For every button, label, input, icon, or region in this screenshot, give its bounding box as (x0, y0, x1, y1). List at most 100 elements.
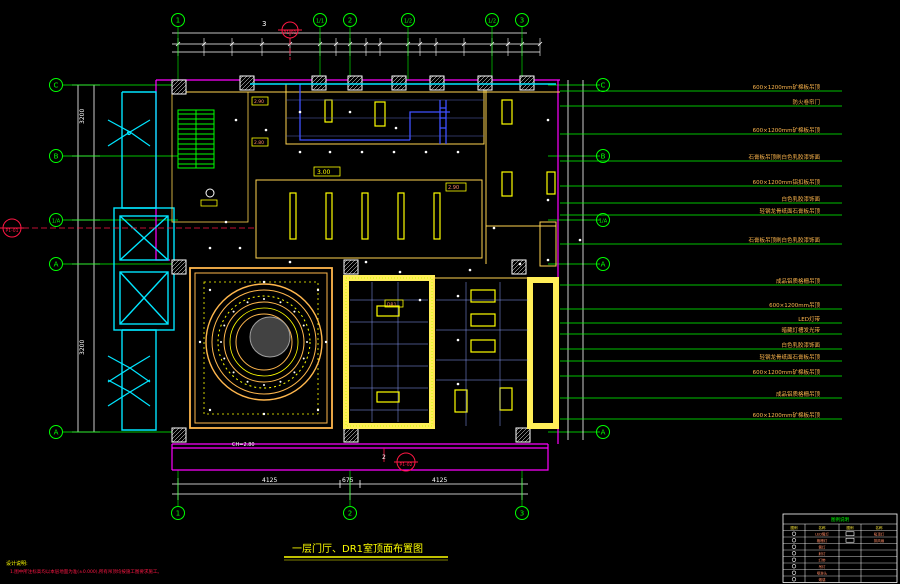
door-swings-left (107, 119, 151, 407)
level-tag: 3.00 (317, 169, 331, 176)
column-8 (343, 259, 359, 275)
grid-bubble-bottom-0: 1 (171, 506, 185, 520)
legend-symbol-0 (791, 531, 797, 536)
grid-bubble-top-1-label: 1/1 (316, 19, 324, 25)
grid-bubble-top-5: 3 (515, 13, 529, 27)
column-3 (391, 75, 407, 91)
grid-bubble-top-0-label: 1 (176, 17, 180, 25)
annotation-3: 石膏板吊顶刷白色乳胶漆饰面 (748, 153, 820, 161)
elevator-lobby (113, 91, 175, 431)
strip-light-0 (289, 192, 297, 240)
legend-symbol-6 (791, 570, 797, 575)
column-4 (429, 75, 445, 91)
annotation-6: 轻钢龙骨纸面石膏板吊顶 (759, 207, 820, 215)
grid-bubbles-right: C B 1/A A A (596, 78, 610, 439)
grid-bubble-right-2: 1/A (596, 213, 610, 227)
annotation-texts: 600×1200mm矿棉板吊顶防火卷帘门600×1200mm矿棉板吊顶石膏板吊顶… (748, 83, 820, 419)
section-marker-left: P1-01 (0, 218, 24, 238)
legend-name-1: 格栅灯 (817, 538, 828, 543)
linear-lights (289, 192, 441, 240)
grid-bubble-right-2-label: 1/A (599, 219, 608, 225)
bottom-dim-2: 675 (342, 477, 354, 484)
left-dim-2: 3200 (79, 340, 86, 355)
grid-bubble-right-1-label: B (601, 153, 606, 161)
legend-header-3: 名称 (876, 525, 884, 530)
left-dim-1: 3200 (79, 109, 86, 124)
column-12 (515, 427, 531, 443)
grid-bubble-top-2-label: 2 (348, 17, 352, 25)
annotation-0: 600×1200mm矿棉板吊顶 (753, 83, 821, 91)
tag-box-4 (251, 137, 269, 147)
legend-symbol-7 (791, 577, 797, 582)
legend-symbol-b-0 (845, 531, 855, 537)
annotation-14: 600×1200mm矿棉板吊顶 (753, 368, 821, 376)
grid-bubble-right-0: C (596, 78, 610, 92)
column-10 (171, 427, 187, 443)
tag-5: DR1 (387, 302, 397, 308)
notes-heading: 设计说明: (6, 560, 28, 567)
tag-2: 2.90 (448, 185, 459, 191)
bottom-dim-1: 4125 (262, 477, 277, 484)
section-num-bottom: 2 (382, 454, 386, 461)
legend-table: 图例说明图例名称图例名称LED筒灯吸顶灯格栅灯排风扇筒灯射灯灯带吊灯喷淋头烟感 (782, 513, 898, 583)
annotation-12: 白色乳胶漆饰面 (781, 341, 820, 349)
grid-bubble-left-0-label: C (54, 82, 59, 90)
legend-header-0: 图例 (791, 525, 799, 530)
column-6 (519, 75, 535, 91)
legend-header-1: 名称 (819, 525, 827, 530)
lobby-ceiling (189, 267, 333, 429)
right-dimension-lines (567, 80, 584, 440)
column-5 (477, 75, 493, 91)
tag-4: 2.80 (254, 140, 264, 146)
bottom-dim-3: 4125 (432, 477, 447, 484)
legend-symbol-4 (791, 557, 797, 562)
legend-symbol-3 (791, 551, 797, 556)
dr1-ceiling-grid (350, 282, 428, 422)
annotation-2: 600×1200mm矿棉板吊顶 (753, 126, 821, 134)
strip-light-3 (397, 192, 405, 240)
grid-bubble-bottom-2-label: 3 (520, 510, 524, 518)
grid-bubble-top-3-label: 1/2 (404, 19, 412, 25)
grid-bubble-right-1: B (596, 149, 610, 163)
legend-symbol-1 (791, 538, 797, 543)
legend-name-6: 喷淋头 (817, 570, 828, 575)
drawing-title: 一层门厅、DR1室顶面布置图 (292, 542, 423, 555)
grid-bubble-left-0: C (49, 78, 63, 92)
grid-bubble-top-2: 2 (343, 13, 357, 27)
grid-bubble-top-1: 1/1 (313, 13, 327, 27)
grid-bubble-right-4-label: A (601, 429, 606, 437)
strip-light-2 (361, 192, 369, 240)
annotation-16: 600×1200mm矿棉板吊顶 (753, 411, 821, 419)
dr1-room (343, 275, 559, 429)
top-dim-label: 3 (262, 20, 266, 28)
downlights (208, 110, 582, 386)
legend-name-b-1: 排风扇 (874, 538, 885, 543)
column-13 (239, 75, 255, 91)
grid-bubble-top-4: 1/2 (485, 13, 499, 27)
grid-bubble-right-3-label: A (601, 261, 606, 269)
tag-box-3 (251, 96, 269, 106)
grid-bubble-bottom-1: 2 (343, 506, 357, 520)
notes-line-1: 1.图中所注标高均以本层地面为准(±0.000),所有吊顶均按施工图要求施工。 (10, 568, 162, 575)
ceiling-grid-top (286, 99, 484, 137)
grid-bubbles-left: CB1/AAA (49, 78, 63, 439)
grid-bubbles-bottom: 1 2 3 (171, 470, 529, 520)
annotation-5: 白色乳胶漆饰面 (781, 195, 820, 203)
tag-3: 2.90 (254, 99, 264, 105)
grid-lines-right (548, 84, 600, 433)
section-marker-top: P1-01 (278, 21, 302, 39)
level-tag-box (313, 166, 341, 177)
grid-bubble-left-2: 1/A (49, 213, 63, 227)
annotation-13: 轻钢龙骨纸面石膏板吊顶 (759, 353, 820, 361)
column-0 (171, 79, 187, 95)
section-cut-lines (14, 30, 385, 462)
top-dimension-lines (172, 32, 543, 56)
section-label-bottom: P1-02 (400, 462, 413, 468)
stair (177, 109, 215, 169)
legend-name-7: 烟感 (819, 577, 827, 582)
grid-bubble-left-4: A (49, 425, 63, 439)
annotation-9: 600×1200mm吊顶 (769, 302, 820, 309)
annotation-4: 600×1200mm铝扣板吊顶 (753, 178, 821, 186)
annotation-7: 石膏板吊顶刷白色乳胶漆饰面 (748, 236, 820, 244)
grid-bubbles-top: 1 1/1 2 1/2 1/2 3 (171, 13, 529, 80)
